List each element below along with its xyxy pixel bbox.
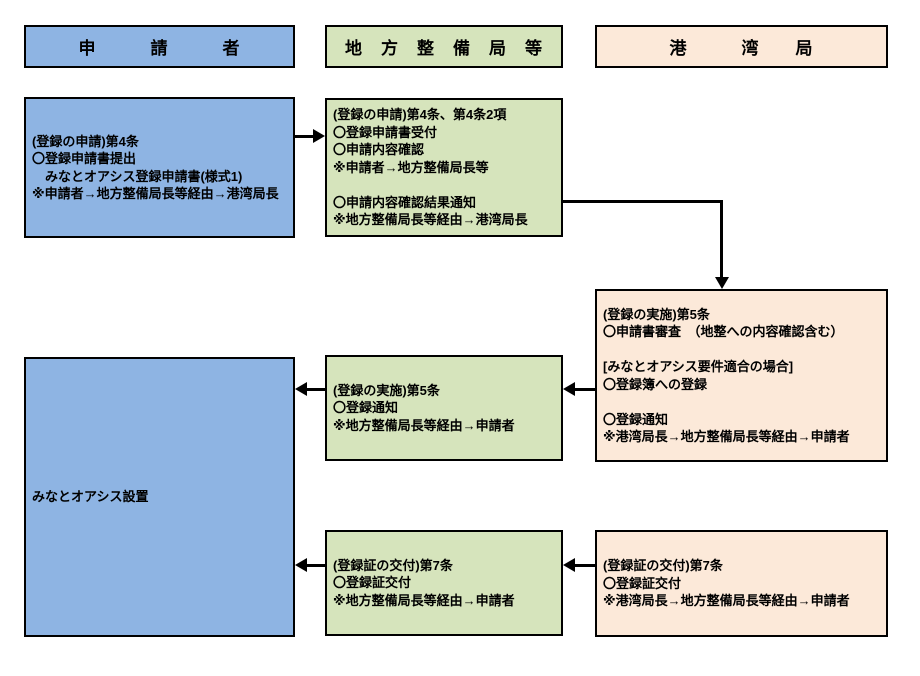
text-line [603,393,883,411]
text-line: (登録の申請)第4条 [32,133,139,149]
arrow-registration-notice-head-icon [563,382,575,396]
column-header-regional-bureau: 地 方 整 備 局 等 [325,25,563,68]
arrow-certificate-head-icon [563,558,575,572]
text-line: (登録証の交付)第7条 [603,558,723,574]
arrow-notice-to-applicant-line [307,388,325,391]
text-line: ※地方整備局長等経由→港湾局長 [333,212,528,228]
box-minato-oasis-setup: みなとオアシス設置 [24,357,295,637]
arrow-registration-notice-line [575,388,595,391]
text-line: (登録証の交付)第7条 [333,557,453,573]
text-line: 〇申請書審査 （地整への内容確認含む） [603,324,844,339]
arrow-result-notice-head-icon [715,277,729,289]
box-application-receipt: (登録の申請)第4条、第4条2項 〇登録申請書受付 〇申請内容確認 ※申請者→地… [325,98,563,237]
column-header-applicant: 申 請 者 [24,25,295,68]
text-line [333,176,558,194]
text-line: (登録の実施)第5条 [333,382,440,398]
text-line: 〇登録証交付 [333,575,412,591]
arrow-submission-head-icon [313,129,325,143]
arrow-notice-to-applicant-head-icon [295,382,307,396]
text-line: 〇申請内容確認 [333,142,425,158]
text-line: (登録の申請)第4条、第4条2項 [333,107,507,123]
box-registration-notice: (登録の実施)第5条 〇登録通知 ※地方整備局長等経由→申請者 [325,355,563,461]
arrow-result-notice-vertical-line [720,200,723,277]
box-registration-implementation: (登録の実施)第5条 〇申請書審査 （地整への内容確認含む） [みなとオアシス要… [595,289,888,462]
arrow-result-notice-horizontal-line [563,200,723,203]
box-certificate-issue-ports: (登録証の交付)第7条 〇登録証交付 ※港湾局長→地方整備局長等経由→申請者 [595,530,888,637]
text-line: ※申請者→地方整備局長等 [333,159,489,175]
text-line: 〇登録簿への登録 [603,376,708,392]
text-line: ※港湾局長→地方整備局長等経由→申請者 [603,429,850,444]
text-line: ※地方整備局長等経由→申請者 [333,417,515,433]
arrow-certificate-to-applicant-head-icon [295,558,307,572]
text-line: 〇登録申請書受付 [333,124,438,140]
text-line: 〇申請内容確認結果通知 [333,194,477,210]
arrow-certificate-to-applicant-line [307,564,325,567]
text-line: (登録の実施)第5条 [603,306,710,322]
text-line: みなとオアシス登録申請書(様式1) [32,168,243,184]
text-line: [みなとオアシス要件適合の場合] [603,359,794,374]
text-line: ※申請者→地方整備局長等経由→港湾局長 [32,186,279,201]
arrow-submission-line [295,135,313,138]
text-line [603,341,883,359]
column-header-ports-bureau: 港 湾 局 [595,25,888,68]
box-application-submission: (登録の申請)第4条 〇登録申請書提出 みなとオアシス登録申請書(様式1) ※申… [24,97,295,238]
text-line: ※地方整備局長等経由→申請者 [333,592,515,608]
text-line: 〇登録通知 [333,400,399,416]
text-line: 〇登録通知 [603,411,669,427]
text-line: 〇登録申請書提出 [32,151,137,166]
text-line: みなとオアシス設置 [32,489,149,505]
box-certificate-delivery-bureau: (登録証の交付)第7条 〇登録証交付 ※地方整備局長等経由→申請者 [325,530,563,636]
text-line: 〇登録証交付 [603,575,682,591]
arrow-certificate-line [575,564,595,567]
text-line: ※港湾局長→地方整備局長等経由→申請者 [603,593,850,609]
